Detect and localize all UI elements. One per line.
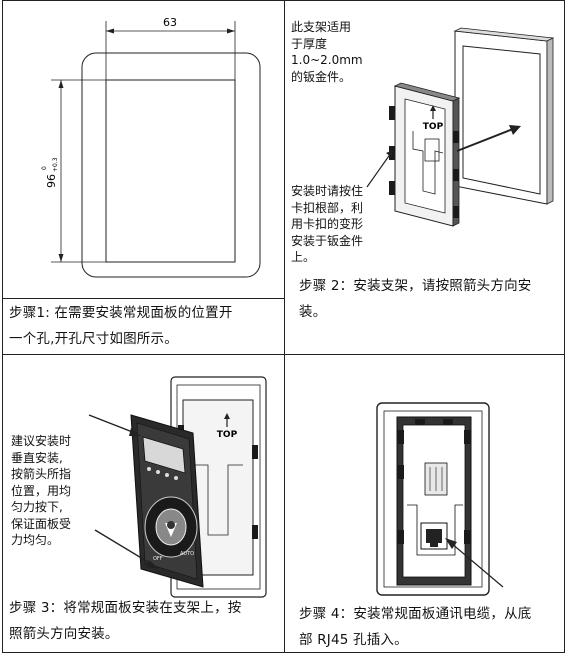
top-label: TOP (217, 430, 238, 440)
press-arrow-icon (88, 414, 136, 434)
cable-connection-drawing (376, 402, 504, 596)
press-arrow-icon (94, 529, 154, 566)
sheet-metal-inner (462, 45, 541, 195)
height-tolerance-lower: +0.3 (52, 157, 59, 172)
step4-line2: 部 RJ45 孔插入。 (299, 632, 408, 648)
bracket-clip (389, 181, 395, 195)
step2-line1: 步骤 2：安装支架，请按照箭头方向安 (299, 278, 532, 294)
top-label: TOP (423, 122, 444, 132)
step1-divider (3, 298, 284, 299)
step1-line1: 步骤1: 在需要安装常规面板的位置开 (9, 305, 233, 321)
step1-caption: 步骤1: 在需要安装常规面板的位置开 一个孔,开孔尺寸如图所示。 (9, 300, 233, 352)
height-tolerance-upper: 0 (41, 166, 48, 170)
height-dimension-label: 96 (45, 174, 58, 188)
step2-panel: TOP 此支架适用 于厚度 1.0~2.0mm 的钣金件。 安装时请按住 卡扣根… (284, 0, 565, 355)
step3-caption: 步骤 3：将常规面板安装在支架上，按 照箭头方向安装。 (9, 595, 241, 647)
panel-outline (81, 52, 261, 278)
dial-off-mark: OFF (153, 556, 163, 562)
panel-mounting-drawing: TOP OFF AUTO (88, 376, 267, 598)
step3-line2: 照箭头方向安装。 (9, 626, 119, 642)
direction-arrow-icon (456, 128, 514, 152)
step1-line2: 一个孔,开孔尺寸如图所示。 (9, 331, 178, 347)
bracket-clip (389, 106, 395, 120)
bracket-clip (453, 169, 459, 181)
leader-line (366, 152, 392, 188)
cutout-dimension-drawing: 63 96 0 +0.3 (41, 16, 261, 278)
clip-installation-note: 安装时请按住 卡扣根部，利 用卡扣的变形 安装于钣金件 上。 (291, 184, 364, 264)
step1-panel: 63 96 0 +0.3 步骤1: 在需要安装常规面板的位置开 一个孔,开孔尺寸… (2, 0, 285, 355)
step2-caption: 步骤 2：安装支架，请按照箭头方向安 装。 (299, 273, 531, 325)
bracket-clip (453, 131, 459, 143)
rj45-pointer-icon (450, 542, 504, 588)
step4-panel: 步骤 4：安装常规面板通讯电缆，从底 部 RJ45 孔插入。 (284, 354, 565, 653)
step4-line1: 步骤 4：安装常规面板通讯电缆，从底 (299, 606, 532, 622)
cutout-rectangle (105, 79, 236, 263)
bracket-clip (453, 206, 459, 218)
step4-caption: 步骤 4：安装常规面板通讯电缆，从底 部 RJ45 孔插入。 (299, 601, 532, 652)
svg-text:AUTO: AUTO (180, 551, 194, 557)
step3-line1: 步骤 3：将常规面板安装在支架上，按 (9, 600, 242, 616)
mounting-advice-note: 建议安装时 垂直安装, 按箭头所指 位置，用均 匀力按下, 保证面板受 力均匀。 (11, 434, 72, 547)
bracket-installation-drawing: TOP (366, 27, 555, 227)
step3-panel: TOP OFF AUTO 建议安装时 垂直安装, (2, 354, 285, 653)
panel-display (142, 436, 186, 474)
step2-line2: 装。 (299, 304, 327, 320)
bracket-thickness-note: 此支架适用 于厚度 1.0~2.0mm 的钣金件。 (291, 20, 363, 84)
width-dimension-label: 63 (163, 16, 177, 29)
